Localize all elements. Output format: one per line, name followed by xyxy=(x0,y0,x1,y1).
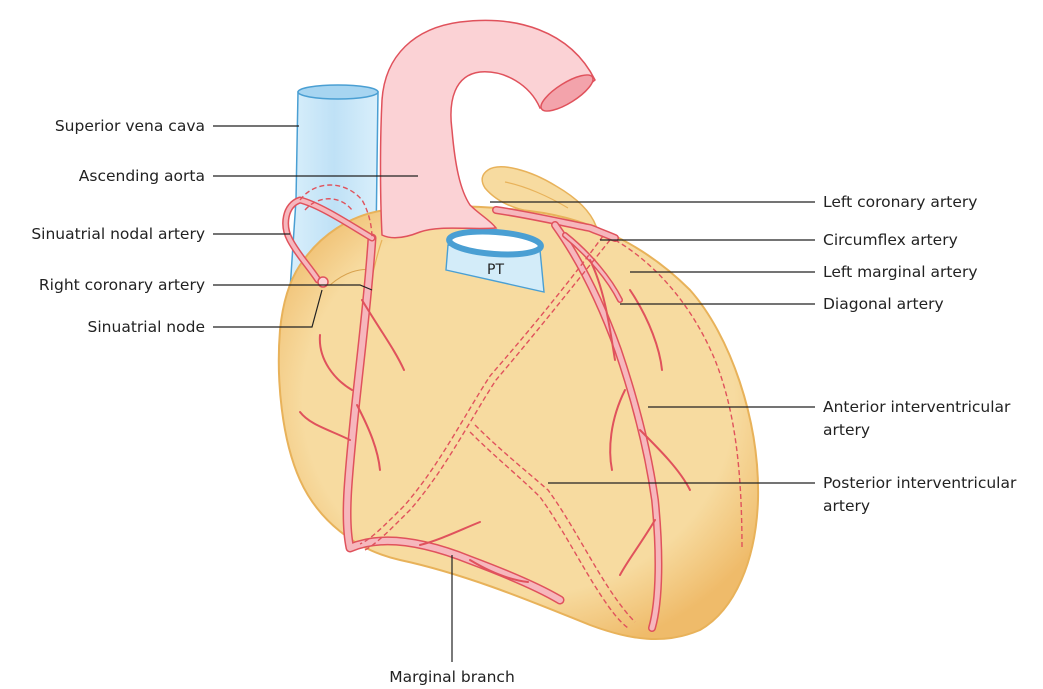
label-left-marginal-artery: Left marginal artery xyxy=(823,263,978,281)
label-right-coronary-artery: Right coronary artery xyxy=(39,276,205,294)
label-ascending-aorta: Ascending aorta xyxy=(79,167,205,185)
label-sinuatrial-node: Sinuatrial node xyxy=(88,318,205,336)
label-diagonal-artery: Diagonal artery xyxy=(823,295,944,313)
label-circumflex-artery: Circumflex artery xyxy=(823,231,958,249)
pt-label: PT xyxy=(487,262,504,278)
label-anterior-interventricular-line1: Anterior interventricular xyxy=(823,398,1011,416)
label-posterior-interventricular-line1: Posterior interventricular xyxy=(823,474,1017,492)
label-posterior-interventricular-line2: artery xyxy=(823,497,870,515)
label-anterior-interventricular-line2: artery xyxy=(823,421,870,439)
label-sinuatrial-nodal-artery: Sinuatrial nodal artery xyxy=(31,225,205,243)
label-marginal-branch: Marginal branch xyxy=(389,668,515,686)
label-left-coronary-artery: Left coronary artery xyxy=(823,193,977,211)
label-superior-vena-cava: Superior vena cava xyxy=(55,117,205,135)
